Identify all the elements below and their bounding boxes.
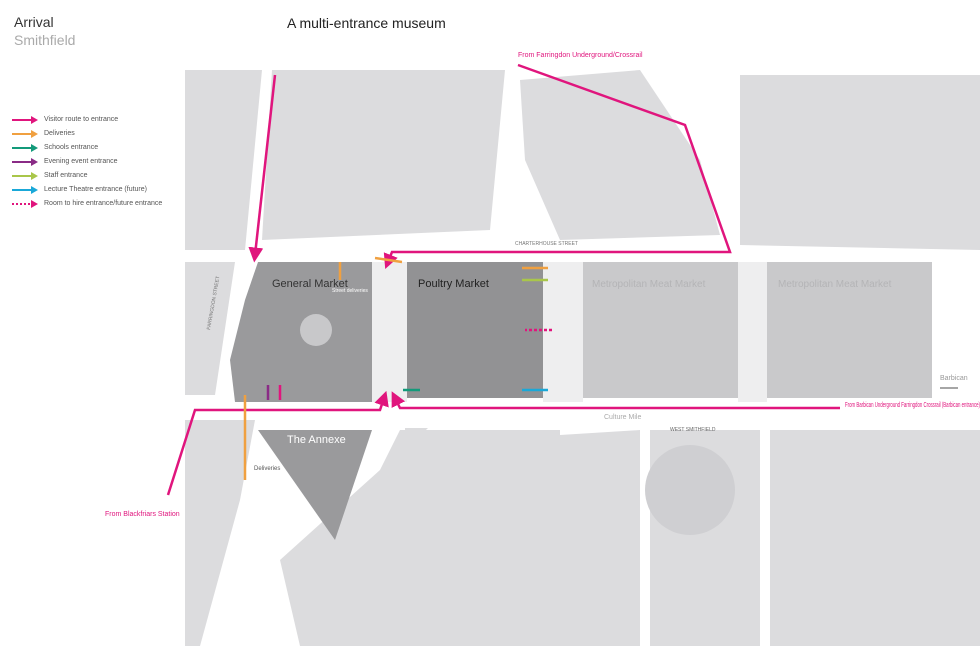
annexe-building[interactable] bbox=[258, 430, 372, 540]
legend-item: Room to hire entrance/future entrance bbox=[12, 200, 172, 208]
poultry-market-label: Poultry Market bbox=[418, 278, 489, 290]
poultry-market-building[interactable] bbox=[407, 262, 543, 398]
legend-label: Visitor route to entrance bbox=[44, 116, 119, 123]
legend-label: Evening event entrance bbox=[44, 158, 118, 165]
legend-label: Deliveries bbox=[44, 130, 75, 137]
deliveries-label: Deliveries bbox=[254, 466, 280, 472]
meat-market-1-building[interactable] bbox=[583, 262, 738, 398]
legend-label: Lecture Theatre entrance (future) bbox=[44, 186, 147, 193]
meat-market-1-label: Metropolitan Meat Market bbox=[592, 279, 706, 290]
arrow-icon bbox=[12, 116, 38, 124]
charterhouse-street-label: CHARTERHOUSE STREET bbox=[515, 241, 578, 247]
arrow-icon bbox=[12, 200, 38, 208]
section-subtitle: Smithfield bbox=[14, 32, 76, 48]
from-barbican-label: From Barbican Underground Farringdon Cro… bbox=[845, 402, 980, 409]
west-smithfield-label: WEST SMITHFIELD bbox=[670, 427, 716, 433]
page-title: A multi-entrance museum bbox=[287, 15, 446, 31]
from-farringdon-label: From Farringdon Underground/Crossrail bbox=[518, 52, 643, 59]
annexe-label: The Annexe bbox=[287, 434, 346, 446]
visitor-routes bbox=[166, 63, 840, 496]
culture-mile-label: Culture Mile bbox=[604, 414, 641, 421]
arrow-icon bbox=[12, 158, 38, 166]
from-blackfriars-label: From Blackfriars Station bbox=[105, 511, 180, 518]
meat-market-2-building[interactable] bbox=[767, 262, 932, 398]
rotunda bbox=[645, 445, 735, 535]
legend-item: Evening event entrance bbox=[12, 158, 172, 166]
arrow-icon bbox=[12, 144, 38, 152]
legend-label: Staff entrance bbox=[44, 172, 88, 179]
general-market-label: General Market bbox=[272, 278, 348, 290]
street-deliveries-label: Street deliveries bbox=[332, 288, 368, 294]
arrow-icon bbox=[12, 172, 38, 180]
legend-item: Deliveries bbox=[12, 130, 172, 138]
meat-market-2-label: Metropolitan Meat Market bbox=[778, 279, 892, 290]
legend-item: Schools entrance bbox=[12, 144, 172, 152]
arrow-icon bbox=[12, 186, 38, 194]
section-title: Arrival bbox=[14, 14, 54, 30]
barbican-label: Barbican bbox=[940, 375, 968, 382]
legend-label: Schools entrance bbox=[44, 144, 99, 151]
legend-item: Visitor route to entrance bbox=[12, 116, 172, 124]
arrow-icon bbox=[12, 130, 38, 138]
legend-item: Lecture Theatre entrance (future) bbox=[12, 186, 172, 194]
entrance-arrows bbox=[243, 256, 958, 480]
legend-label: Room to hire entrance/future entrance bbox=[44, 200, 163, 207]
legend-item: Staff entrance bbox=[12, 172, 172, 180]
